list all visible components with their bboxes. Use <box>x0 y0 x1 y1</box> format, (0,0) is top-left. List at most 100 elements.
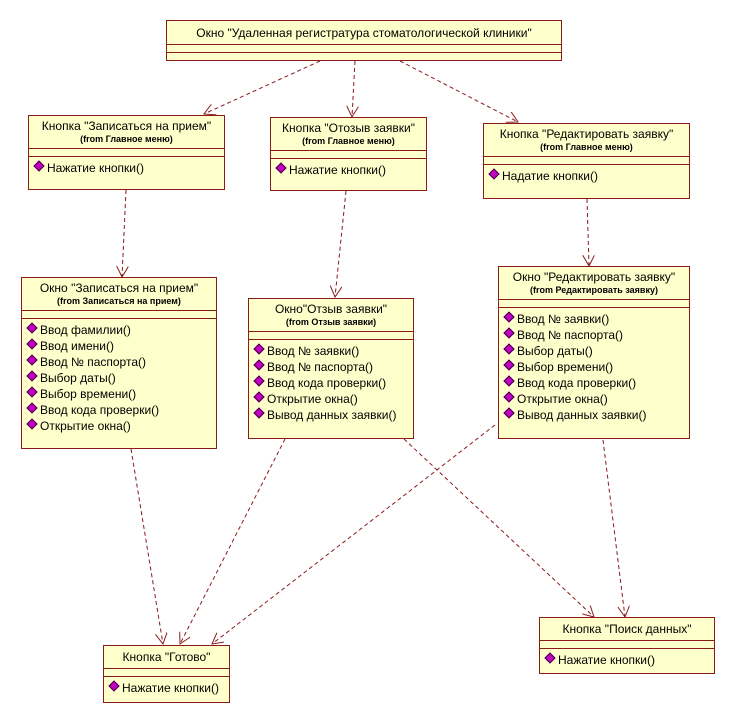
operation: Ввод имени() <box>26 338 212 354</box>
operation: Нажатие кнопки() <box>108 680 225 696</box>
operation-icon <box>253 375 265 387</box>
class-button-register[interactable]: Кнопка "Записаться на прием" (from Главн… <box>28 115 225 190</box>
class-package: (from Главное меню) <box>540 142 633 152</box>
operation-label: Ввод № паспорта() <box>517 328 623 342</box>
operation-label: Открытие окна() <box>40 419 131 433</box>
edge-btn-register-to-win-register <box>122 189 126 277</box>
operation: Нажатие кнопки() <box>33 160 220 176</box>
operation: Ввод фамилии() <box>26 322 212 338</box>
operation: Вывод данных заявки() <box>253 407 409 423</box>
operation-label: Надатие кнопки() <box>502 169 598 183</box>
class-name: Кнопка "Отозыв заявки" <box>282 121 415 135</box>
operation-label: Ввод № паспорта() <box>267 360 373 374</box>
class-button-edit[interactable]: Кнопка "Редактировать заявку" (from Глав… <box>483 123 690 199</box>
class-package: (from Редактировать заявку) <box>530 285 658 295</box>
class-package: (from Главное меню) <box>302 136 395 146</box>
operation: Вывод данных заявки() <box>503 407 685 423</box>
operation: Открытие окна() <box>503 391 685 407</box>
operation-label: Открытие окна() <box>267 392 358 406</box>
edge-main-to-btn-register <box>204 60 321 114</box>
edge-win-edit-to-btn-done <box>212 424 496 644</box>
operation: Ввод кода проверки() <box>26 402 212 418</box>
operation-icon <box>253 343 265 355</box>
operation: Открытие окна() <box>253 391 409 407</box>
operation-icon <box>26 386 38 398</box>
class-name: Кнопка "Готово" <box>122 650 211 664</box>
operation-icon <box>503 311 515 323</box>
operation: Ввод № паспорта() <box>253 359 409 375</box>
operation: Ввод № заявки() <box>503 311 685 327</box>
operation-icon <box>503 359 515 371</box>
operation: Надатие кнопки() <box>488 168 685 184</box>
class-name: Кнопка "Поиск данных" <box>562 622 692 636</box>
operation-label: Ввод кода проверки() <box>267 376 387 390</box>
operation-label: Нажатие кнопки() <box>289 163 386 177</box>
operation: Выбор даты() <box>503 343 685 359</box>
operation-icon <box>503 407 515 419</box>
class-button-withdraw[interactable]: Кнопка "Отозыв заявки" (from Главное мен… <box>270 117 427 191</box>
class-window-edit[interactable]: Окно "Редактировать заявку" (from Редакт… <box>498 266 690 439</box>
operation-icon <box>33 160 45 172</box>
class-package: (from Записаться на прием) <box>57 296 181 306</box>
edge-win-withdraw-to-btn-done <box>180 438 286 644</box>
edge-main-to-btn-edit <box>399 60 518 122</box>
class-name: Окно "Записаться на прием" <box>39 281 199 295</box>
operation-label: Выбор времени() <box>40 387 137 401</box>
operation: Ввод № паспорта() <box>26 354 212 370</box>
edge-main-to-btn-withdraw <box>352 60 355 117</box>
edge-win-withdraw-to-btn-search <box>403 438 594 617</box>
operation-icon <box>503 391 515 403</box>
operation-label: Выбор времени() <box>517 360 614 374</box>
operation-label: Вывод данных заявки() <box>517 408 647 422</box>
class-button-done[interactable]: Кнопка "Готово" Нажатие кнопки() <box>103 645 230 703</box>
operation-icon <box>503 375 515 387</box>
operation-label: Ввод № паспорта() <box>40 355 146 369</box>
class-name: Кнопка "Записаться на прием" <box>41 119 212 133</box>
class-name: Окно "Редактировать заявку" <box>512 270 676 284</box>
operation-icon <box>253 359 265 371</box>
operation-label: Нажатие кнопки() <box>47 161 144 175</box>
class-main-window[interactable]: Окно "Удаленная регистратура стоматологи… <box>166 20 562 61</box>
class-button-search[interactable]: Кнопка "Поиск данных" Нажатие кнопки() <box>539 617 715 674</box>
operation-icon <box>544 652 556 664</box>
operation: Открытие окна() <box>26 418 212 434</box>
operation: Выбор времени() <box>503 359 685 375</box>
operation-label: Вывод данных заявки() <box>267 408 397 422</box>
operation-label: Ввод № заявки() <box>517 312 610 326</box>
operation: Ввод кода проверки() <box>503 375 685 391</box>
operation-label: Выбор даты() <box>517 344 593 358</box>
class-name: Окно "Удаленная регистратура стоматологи… <box>196 26 532 40</box>
operation-icon <box>253 391 265 403</box>
edge-win-register-to-btn-done <box>130 448 163 644</box>
operation: Выбор времени() <box>26 386 212 402</box>
class-name: Окно"Отзыв заявки" <box>274 302 388 316</box>
edge-btn-edit-to-win-edit <box>587 198 589 266</box>
class-name: Кнопка "Редактировать заявку" <box>499 127 674 141</box>
operation-icon <box>26 418 38 430</box>
operation: Ввод № заявки() <box>253 343 409 359</box>
operation: Ввод № паспорта() <box>503 327 685 343</box>
operation-icon <box>275 162 287 174</box>
edge-btn-withdraw-to-win-withdraw <box>335 190 347 297</box>
operation-label: Открытие окна() <box>517 392 608 406</box>
operation-icon <box>503 343 515 355</box>
operation-icon <box>26 370 38 382</box>
operation-icon <box>26 354 38 366</box>
operation-icon <box>253 407 265 419</box>
operation-icon <box>26 402 38 414</box>
class-package: (from Отзыв заявки) <box>285 317 377 327</box>
class-window-withdraw[interactable]: Окно"Отзыв заявки" (from Отзыв заявки) В… <box>248 298 414 439</box>
operation: Нажатие кнопки() <box>275 162 422 178</box>
operation-label: Нажатие кнопки() <box>122 681 219 695</box>
operation: Выбор даты() <box>26 370 212 386</box>
operation-icon <box>488 168 500 180</box>
operation-label: Нажатие кнопки() <box>558 653 655 667</box>
operation-label: Ввод № заявки() <box>267 344 360 358</box>
operation-label: Ввод имени() <box>40 339 114 353</box>
operation-label: Выбор даты() <box>40 371 116 385</box>
class-window-register[interactable]: Окно "Записаться на прием" (from Записат… <box>21 277 217 449</box>
operation: Нажатие кнопки() <box>544 652 710 668</box>
operation-label: Ввод кода проверки() <box>40 403 160 417</box>
class-package: (from Главное меню) <box>80 134 173 144</box>
operation-label: Ввод кода проверки() <box>517 376 637 390</box>
